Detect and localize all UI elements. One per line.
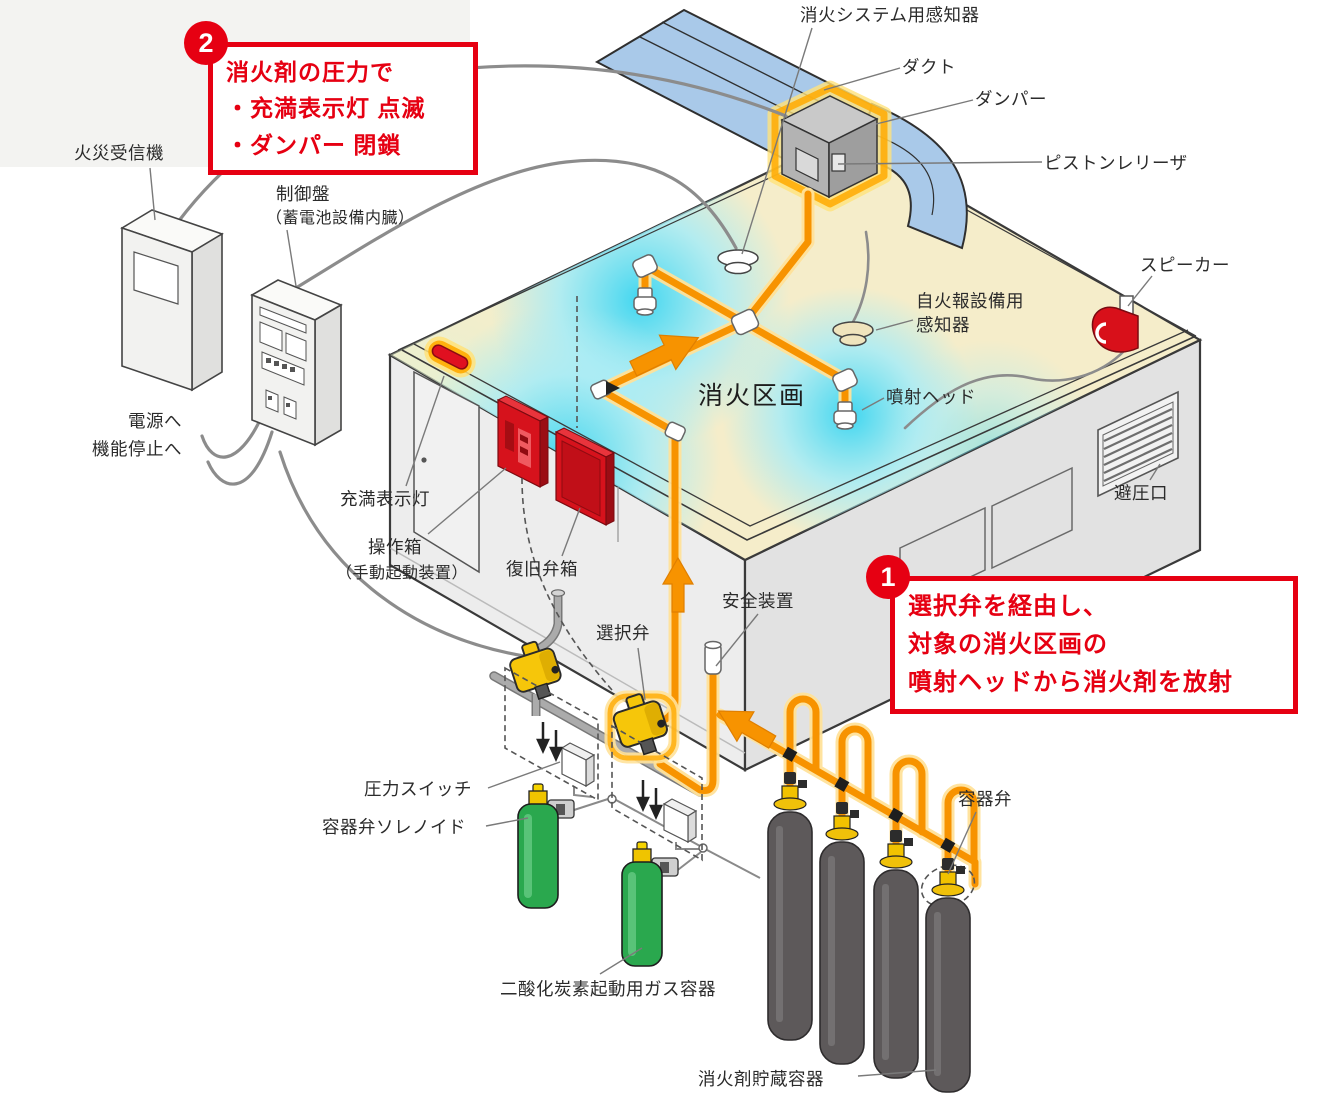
operation-box-device — [496, 395, 550, 488]
label-pressure-switch: 圧力スイッチ — [364, 779, 472, 799]
label-operation-box-2: （手動起動装置） — [336, 565, 469, 582]
label-pressure-relief: 避圧口 — [1114, 483, 1168, 503]
wire-to-function-stop — [206, 430, 274, 486]
small-flow-arrow — [606, 381, 620, 395]
label-to-power: 電源へ — [128, 411, 182, 431]
callout-2-box: 消火剤の圧力で ・充満表示灯 点滅 ・ダンパー 閉鎖 — [208, 42, 478, 175]
label-damper: ダンパー — [975, 89, 1047, 109]
pigtail-1 — [786, 695, 820, 792]
elbow-2 — [832, 368, 858, 392]
label-auto-alarm-1: 自火報設備用 — [916, 291, 1024, 311]
wall-top-edge-inner2 — [413, 329, 1189, 527]
pressure-relief-grille — [1097, 390, 1179, 498]
callout-1-badge: 1 — [866, 555, 910, 599]
ceiling-detectors — [717, 249, 874, 347]
label-control-panel-1: 制御盤 — [276, 184, 330, 204]
actuation-arrows — [536, 722, 663, 821]
pilot-junction-2 — [698, 843, 708, 853]
system-detector-device — [717, 249, 759, 275]
door — [413, 370, 480, 574]
label-system-detector: 消火システム用感知器 — [800, 5, 980, 25]
pigtail-2 — [838, 725, 872, 822]
label-injection-head: 噴射ヘッド — [886, 387, 976, 407]
label-selector-valve: 選択弁 — [596, 623, 650, 643]
fire-receiver-device — [120, 209, 224, 392]
wall-band-line — [389, 547, 746, 754]
control-panel-device — [250, 279, 343, 447]
detector-conduit — [851, 230, 870, 324]
speaker-device — [1091, 295, 1139, 353]
leader-lines — [149, 27, 1161, 1077]
co2-cylinder-2 — [621, 841, 679, 967]
callout-2-line-2: ・充満表示灯 点滅 — [226, 95, 426, 122]
callout-1-line-1: 選択弁を経由し、 — [908, 593, 1108, 620]
label-co2-starter-container: 二酸化炭素起動用ガス容器 — [500, 979, 716, 999]
speaker-wire — [903, 348, 1127, 430]
callout-1-line-2: 対象の消火区画の — [908, 630, 1108, 658]
injection-head-2 — [833, 401, 857, 430]
label-operation-box-1: 操作箱 — [368, 537, 422, 557]
manual-line-1 — [521, 477, 613, 691]
storage-cylinder-1 — [767, 772, 813, 1041]
label-agent-storage-container: 消火剤貯蔵容器 — [698, 1069, 824, 1089]
damper — [767, 80, 892, 212]
safety-device-part — [704, 640, 722, 675]
injection-head-1 — [633, 287, 657, 316]
flow-arrows — [606, 334, 777, 749]
storage-cylinder-2 — [819, 802, 865, 1065]
wire-to-system-detector — [294, 158, 738, 290]
pigtail-4 — [944, 786, 978, 878]
co2-cylinder-1 — [517, 783, 575, 909]
storage-cylinder-3 — [873, 830, 919, 1079]
pressure-switch-1 — [560, 742, 596, 788]
pipe-safety-riser — [656, 666, 717, 794]
elbow-1 — [632, 254, 658, 278]
elbow-wall — [664, 421, 686, 442]
label-recovery-valve-box: 復旧弁箱 — [506, 559, 578, 579]
label-piston-releaser: ピストンレリーザ — [1044, 153, 1188, 173]
wire-to-power — [200, 414, 264, 459]
container-valve-callout-ellipse — [920, 864, 976, 908]
label-safety-device: 安全装置 — [722, 591, 794, 611]
label-container-valve: 容器弁 — [958, 789, 1012, 809]
label-full-indicator: 充満表示灯 — [340, 489, 430, 509]
label-container-valve-solenoid: 容器弁ソレノイド — [322, 817, 466, 837]
label-fire-receiver: 火災受信機 — [74, 143, 164, 163]
door-knob — [421, 457, 427, 463]
recovery-valve-box-device — [554, 427, 616, 526]
auto-alarm-detector-device — [832, 321, 874, 347]
callout-2-badge: 2 — [184, 21, 228, 65]
wall-panel-2 — [991, 466, 1073, 570]
label-duct: ダクト — [902, 57, 956, 77]
label-speaker: スピーカー — [1140, 255, 1230, 275]
pigtail-3 — [892, 757, 926, 850]
pressure-switch-2 — [662, 798, 698, 844]
pipe-fittings — [590, 254, 858, 675]
label-fire-zone: 消火区画 — [698, 382, 807, 410]
callout-1-line-3: 噴射ヘッドから消火剤を放射 — [908, 668, 1233, 696]
receiver-display — [133, 251, 179, 305]
callout-1-box: 選択弁を経由し、 対象の消火区画の 噴射ヘッドから消火剤を放射 — [890, 576, 1298, 714]
full-indicator-lamp — [424, 336, 476, 378]
ceiling-flow-arrow — [629, 334, 700, 377]
label-control-panel-2: （蓄電池設備内臓） — [266, 210, 415, 227]
label-to-function-stop: 機能停止へ — [92, 439, 182, 459]
selector-valve-2 — [612, 693, 668, 756]
callout-2-line-1: 消火剤の圧力で — [226, 59, 394, 85]
storage-cylinders — [767, 772, 971, 1093]
selector-valve-1 — [509, 640, 562, 700]
dashed-outlines — [504, 296, 976, 908]
manifold-flow-arrow — [717, 710, 777, 749]
wire-to-cylinders — [278, 450, 526, 658]
piston-releaser-part — [831, 153, 846, 172]
callout-2-line-3: ・ダンパー 閉鎖 — [226, 131, 402, 158]
label-auto-alarm-2: 感知器 — [916, 315, 970, 335]
damper-opening — [795, 147, 819, 182]
riser-flow-arrow — [661, 556, 695, 613]
check-valves — [782, 746, 956, 853]
junction-4way — [730, 308, 760, 336]
storage-cylinder-4 — [925, 858, 971, 1093]
